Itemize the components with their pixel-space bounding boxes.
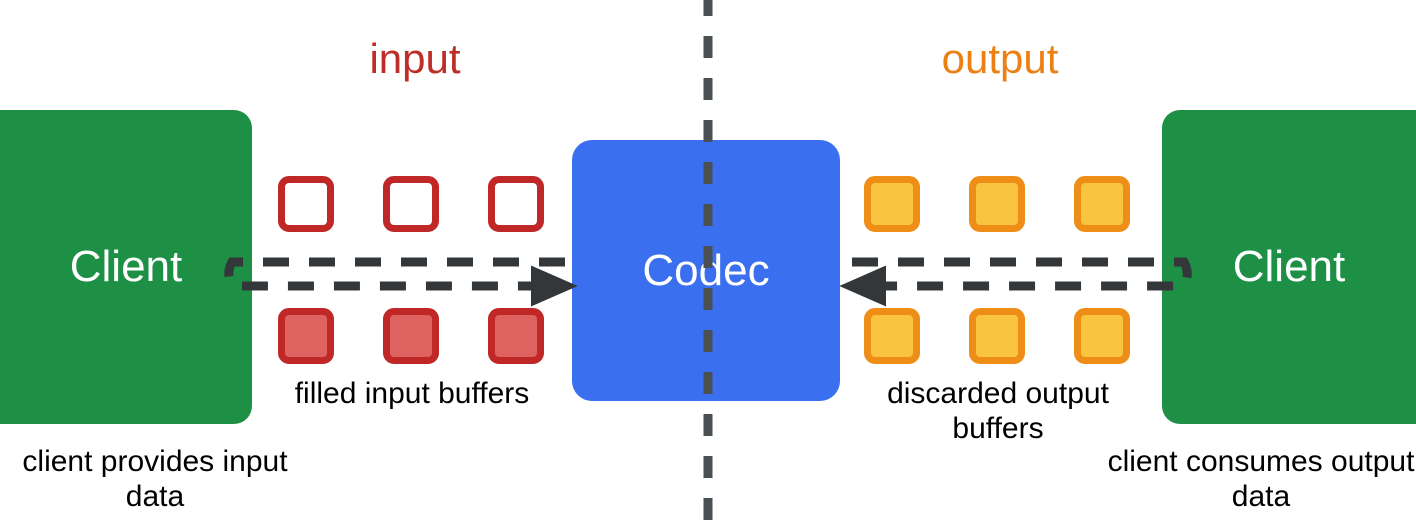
client-box-left: Client bbox=[0, 110, 252, 424]
buffer-output-bottom-3 bbox=[1074, 308, 1130, 364]
buffer-output-top-2 bbox=[969, 176, 1025, 232]
client-box-right: Client bbox=[1162, 110, 1416, 424]
caption-client-provides-input-data: client provides input data bbox=[22, 445, 288, 514]
codec-label: Codec bbox=[642, 245, 770, 295]
input-flow-arrow bbox=[224, 257, 578, 307]
client-left-label: Client bbox=[69, 242, 183, 291]
empty-input-buffer-row bbox=[278, 176, 544, 232]
buffer-output-top-3 bbox=[1074, 176, 1130, 232]
client-right-label: Client bbox=[1232, 242, 1346, 291]
buffer-filled-input-3 bbox=[488, 308, 544, 364]
filled-input-buffer-row bbox=[278, 308, 544, 364]
buffer-filled-input-1 bbox=[278, 308, 334, 364]
discarded-output-buffer-row bbox=[864, 308, 1130, 364]
buffer-empty-input-3 bbox=[488, 176, 544, 232]
codec-box: Codec bbox=[572, 140, 840, 401]
buffer-empty-input-1 bbox=[278, 176, 334, 232]
buffer-empty-input-2 bbox=[383, 176, 439, 232]
output-section-title: output bbox=[941, 35, 1059, 82]
output-flow-arrow bbox=[839, 257, 1192, 307]
caption-client-consumes-output-data: client consumes output data bbox=[1107, 445, 1415, 514]
buffer-output-top-1 bbox=[864, 176, 920, 232]
buffer-output-bottom-2 bbox=[969, 308, 1025, 364]
caption-filled-input-buffers: filled input buffers bbox=[294, 377, 530, 410]
buffer-output-bottom-1 bbox=[864, 308, 920, 364]
output-buffer-row-top bbox=[864, 176, 1130, 232]
input-section-title: input bbox=[369, 35, 461, 82]
caption-discarded-output-buffers: discarded output buffers bbox=[887, 377, 1109, 446]
buffer-filled-input-2 bbox=[383, 308, 439, 364]
